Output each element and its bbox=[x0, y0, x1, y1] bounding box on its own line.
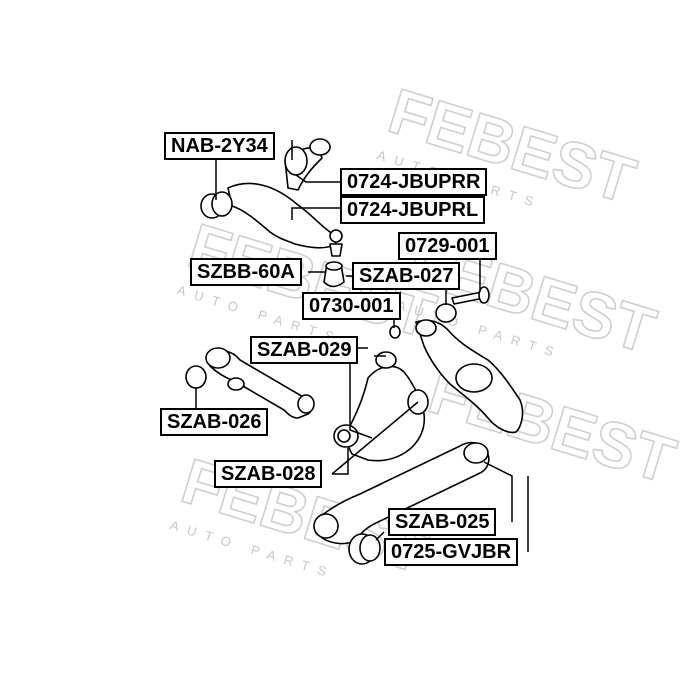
washer bbox=[389, 325, 401, 339]
lower-lateral-link bbox=[313, 441, 490, 565]
rear-lower-arm bbox=[415, 319, 524, 434]
camber-bolt bbox=[451, 286, 490, 305]
label-szab-027: SZAB-027 bbox=[352, 262, 461, 290]
label-0724-jbuprr: 0724-JBUPRR bbox=[340, 168, 488, 196]
label-0730-001: 0730-001 bbox=[302, 292, 401, 320]
lateral-link-arm bbox=[185, 347, 315, 419]
label-szbb-60a: SZBB-60A bbox=[190, 258, 302, 286]
label-szab-025: SZAB-025 bbox=[388, 508, 497, 536]
label-szab-026: SZAB-026 bbox=[160, 408, 269, 436]
label-nab-2y34: NAB-2Y34 bbox=[164, 132, 275, 160]
label-0724-jbuprl: 0724-JBUPRL bbox=[340, 196, 486, 224]
label-0725-gvjbr: 0725-GVJBR bbox=[384, 538, 519, 566]
label-0729-001: 0729-001 bbox=[398, 232, 497, 260]
label-szab-028: SZAB-028 bbox=[214, 460, 323, 488]
ball-joint-boot bbox=[323, 261, 345, 288]
leader-lines bbox=[195, 140, 529, 552]
label-szab-029: SZAB-029 bbox=[250, 336, 359, 364]
lower-arm-bushing-small bbox=[435, 303, 457, 323]
upper-control-arm bbox=[200, 138, 343, 257]
